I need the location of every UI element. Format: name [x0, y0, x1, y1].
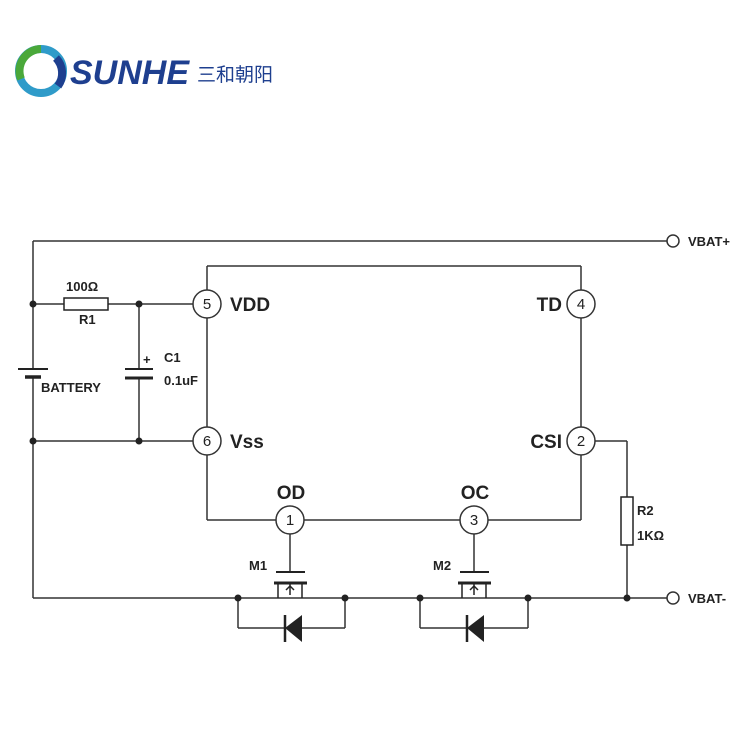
pin-5-name: VDD [230, 295, 270, 316]
mosfet-m2: M2 [433, 558, 491, 598]
pin-4-circle [566, 289, 596, 319]
pin-6-name: Vss [230, 432, 264, 453]
r1-ref: R1 [79, 312, 96, 327]
pin-5-number: 5 [203, 296, 211, 313]
c1-polarity: + [143, 352, 151, 367]
logo-brand-text: SUNHE [70, 54, 190, 92]
c1-value: 0.1uF [164, 373, 198, 388]
m2-ref: M2 [433, 558, 451, 573]
junction-dots [29, 300, 631, 602]
r2-ref: R2 [637, 503, 654, 518]
battery-symbol: BATTERY [18, 368, 101, 395]
pin-3-name: OC [461, 483, 490, 504]
ic-pins: 5 VDD 6 Vss 4 TD 2 CSI 1 OD 3 OC [192, 289, 596, 535]
pin-6-number: 6 [203, 433, 211, 450]
vbat-minus-label: VBAT- [688, 591, 726, 606]
r2-value: 1KΩ [637, 528, 664, 543]
pin-3-circle [459, 505, 489, 535]
pin-3-number: 3 [470, 512, 478, 529]
mosfet-m1: M1 [249, 558, 307, 598]
resistor-r2: R2 1KΩ [620, 496, 664, 546]
wires [32, 240, 667, 629]
pin-2-name: CSI [530, 432, 562, 453]
sunhe-logo: SUNHE 三和朝阳 [15, 45, 273, 97]
logo-chinese-text: 三和朝阳 [197, 64, 273, 86]
resistor-r1: 100Ω R1 [63, 279, 109, 327]
pin-1-number: 1 [286, 512, 294, 529]
logo-ring-icon [15, 45, 67, 97]
pin-5-circle [192, 289, 222, 319]
pin-1-circle [275, 505, 305, 535]
pin-2-circle [566, 426, 596, 456]
pin-4-number: 4 [577, 296, 585, 313]
pin-1-name: OD [277, 483, 306, 504]
pin-2-number: 2 [577, 433, 585, 450]
terminal-vbat-plus: VBAT+ [666, 234, 730, 249]
m1-ref: M1 [249, 558, 267, 573]
pin-6-circle [192, 426, 222, 456]
c1-ref: C1 [164, 350, 181, 365]
capacitor-c1: + C1 0.1uF [125, 350, 198, 388]
diode-m1-body [283, 615, 302, 642]
pin-4-name: TD [537, 295, 562, 316]
r1-value: 100Ω [66, 279, 98, 294]
battery-label: BATTERY [41, 380, 101, 395]
vbat-plus-label: VBAT+ [688, 234, 730, 249]
diode-m2-body [465, 615, 484, 642]
terminal-vbat-minus: VBAT- [666, 591, 726, 606]
